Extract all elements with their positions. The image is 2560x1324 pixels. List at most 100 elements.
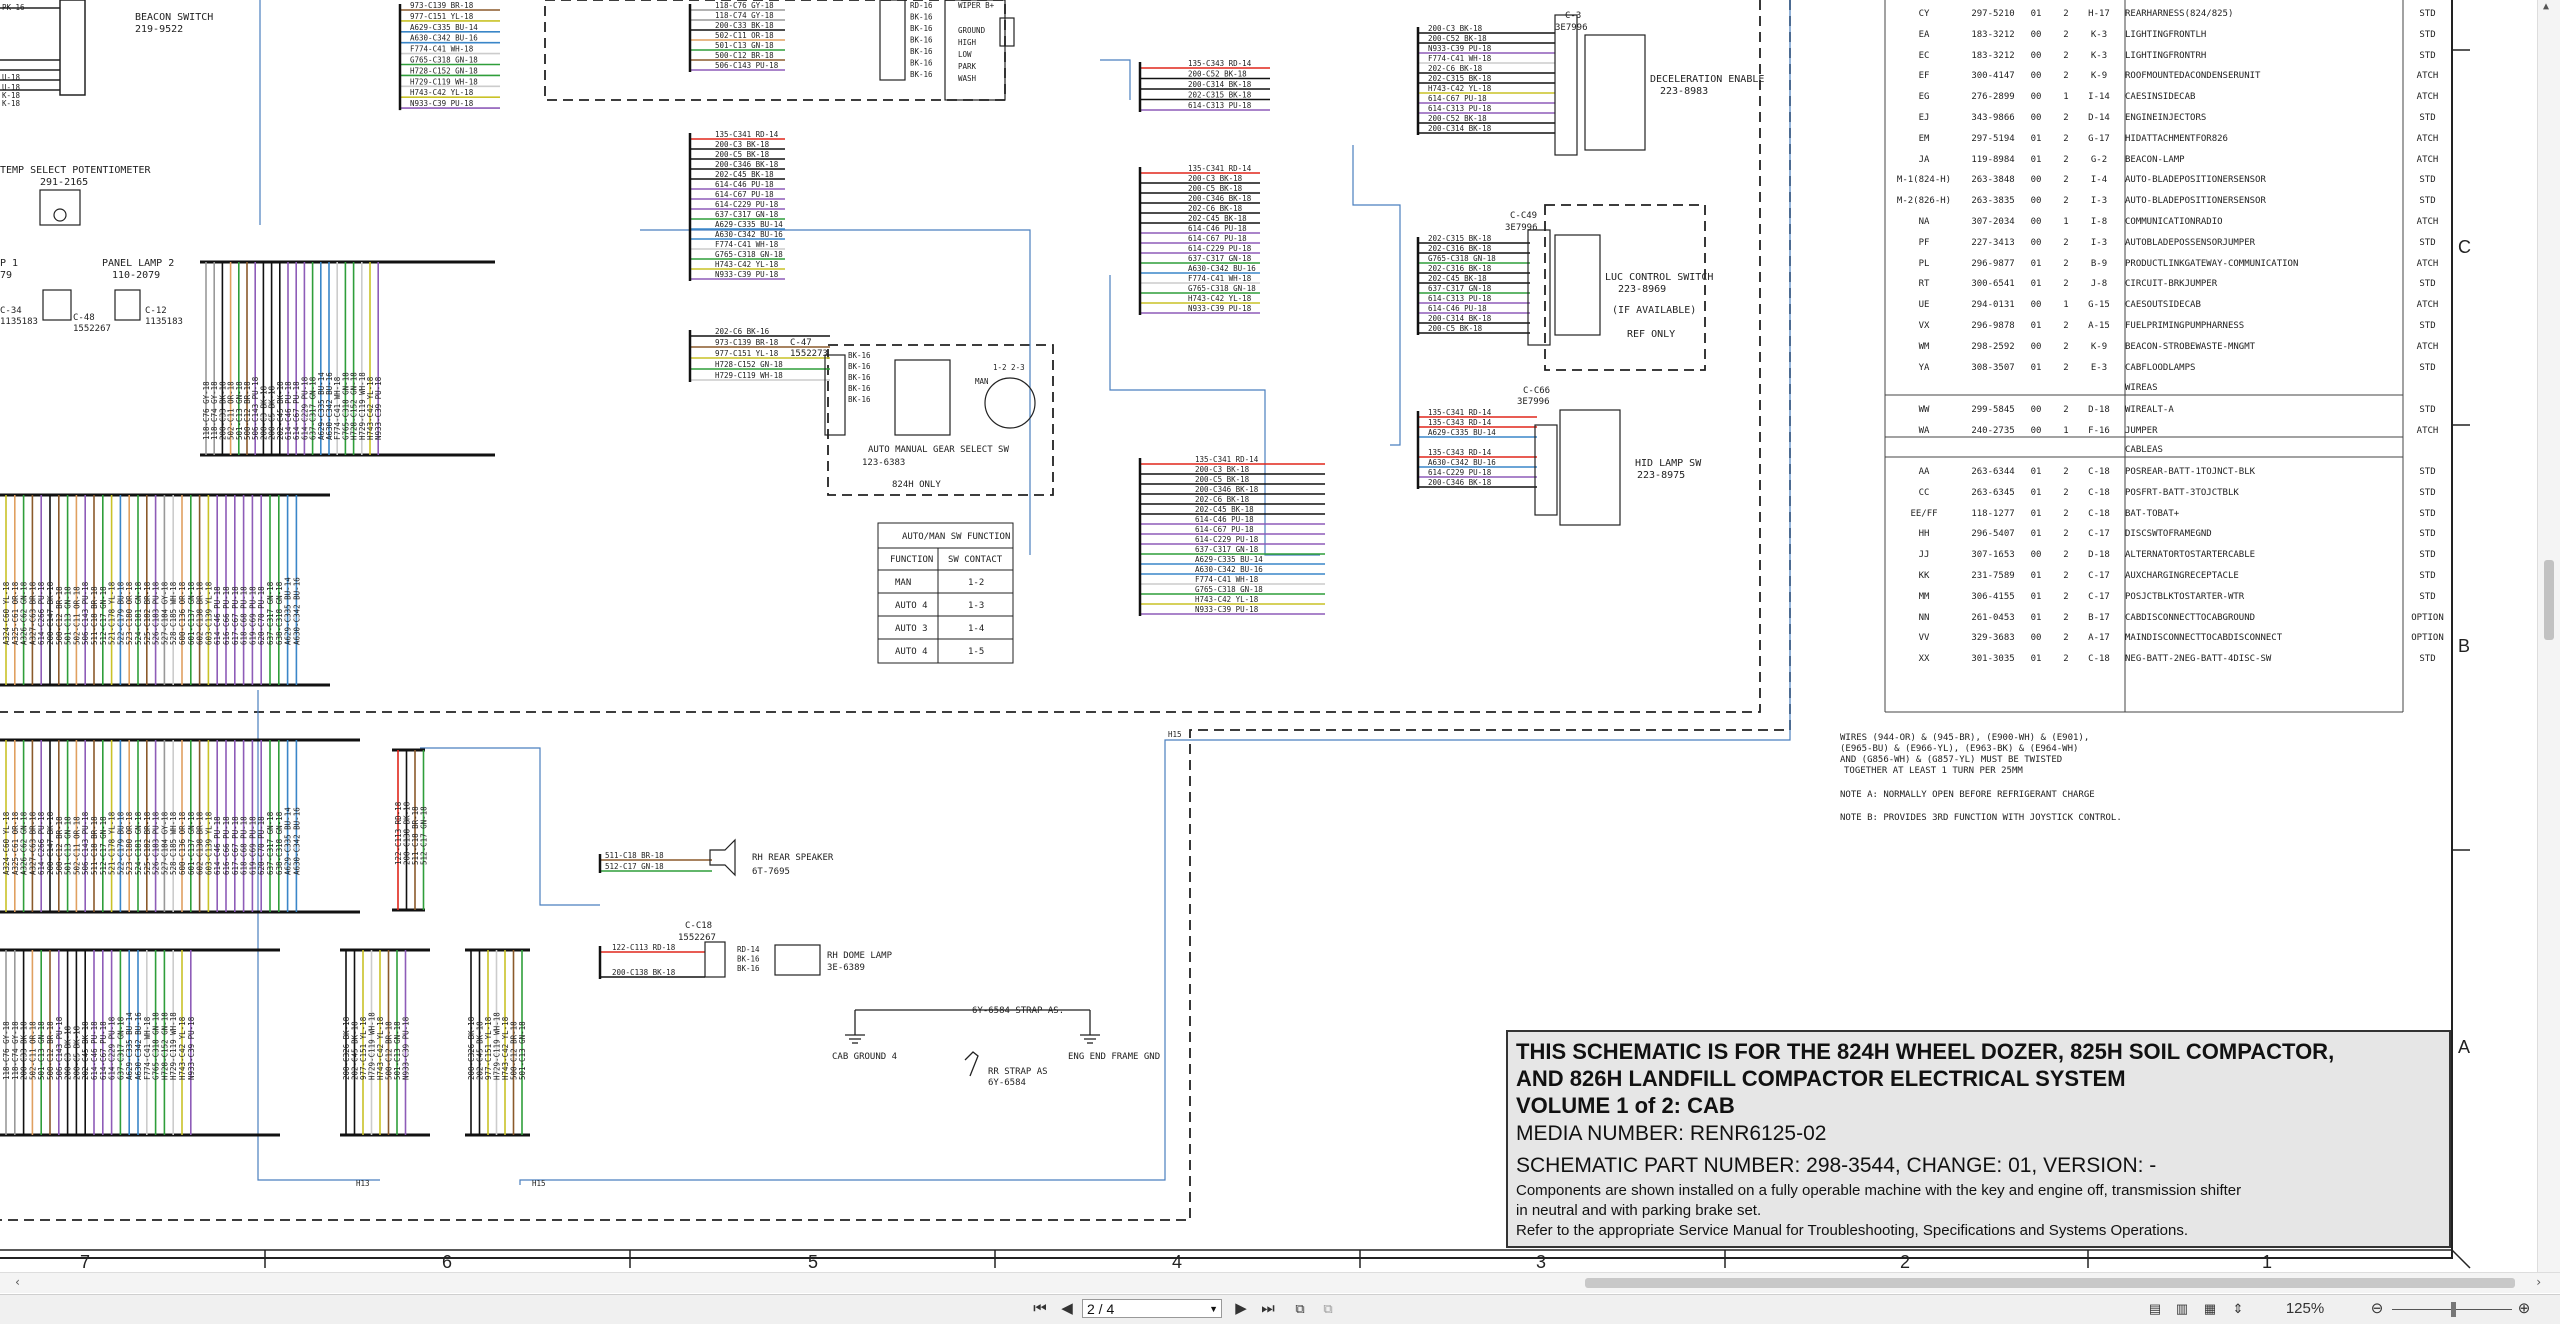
wire-label: PK-16 bbox=[2, 3, 25, 12]
table-cell: 2 bbox=[2063, 237, 2069, 248]
table-cell: CY bbox=[1918, 9, 1930, 19]
section-label-cableas: CABLEAS bbox=[2125, 445, 2163, 455]
c3-pn: 3E7996 bbox=[1555, 23, 1588, 33]
table-cell: 301-3035 bbox=[1971, 654, 2015, 665]
wire-label: 135-C343 RD-14 bbox=[1428, 448, 1492, 457]
table-cell: EA bbox=[1918, 29, 1930, 40]
table-cell: 00 bbox=[2030, 217, 2042, 227]
table-cell: EF bbox=[1918, 71, 1930, 82]
wire-label: 521-C178 YL-18 bbox=[108, 811, 117, 875]
table-cell: LIGHTINGFRONTLH bbox=[2125, 29, 2207, 40]
single-page-view-icon[interactable]: ▤ bbox=[2148, 1301, 2162, 1316]
zoom-in-button[interactable]: ⊕ bbox=[2517, 1300, 2531, 1317]
ground-symbols bbox=[845, 1009, 1100, 1077]
table-cell: DISCSWTOFRAMEGND bbox=[2125, 529, 2212, 540]
wire-label: 614-C67 PU-18 bbox=[292, 381, 301, 440]
wire-label: 200-C5 BK-18 bbox=[1195, 475, 1250, 484]
table-cell: 296-5407 bbox=[1971, 529, 2015, 540]
last-page-button[interactable]: ⏭ bbox=[1261, 1300, 1275, 1317]
page-number-select[interactable]: 2 / 4 ▼ bbox=[1082, 1299, 1222, 1318]
wire-label: 202-C45 BK-18 bbox=[1188, 214, 1247, 223]
table-cell: YA bbox=[1918, 362, 1930, 373]
zoom-level[interactable]: 125% bbox=[2285, 1300, 2325, 1317]
wire-label: N933-C39 PU-18 bbox=[374, 376, 383, 440]
pin-label: BK-16 bbox=[910, 59, 933, 68]
table-cell: STD bbox=[2419, 237, 2436, 248]
prev-page-button[interactable]: ◀ bbox=[1061, 1300, 1073, 1317]
vertical-scroll-thumb[interactable] bbox=[2544, 560, 2554, 640]
wire-label: 506-C143 PU-18 bbox=[55, 1016, 64, 1080]
wire-label: 526-C183 PU-18 bbox=[152, 811, 161, 875]
wire-label: 522-C179 BU-18 bbox=[116, 811, 125, 875]
table-cell: ENGINEINJECTORS bbox=[2125, 113, 2207, 123]
wire-label: G765-C318 GN-18 bbox=[715, 250, 783, 259]
wire-label: 600-C136 OR-18 bbox=[178, 581, 187, 645]
zone-col-2: 2 bbox=[1900, 1252, 1911, 1270]
twist-note-line3: AND (G856-WH) & (G857-YL) MUST BE TWISTE… bbox=[1840, 755, 2062, 765]
table-cell: STD bbox=[2419, 196, 2436, 207]
wire-label: A629-C335 BU-14 bbox=[410, 23, 478, 32]
twist-note-line2: (E965-BU) & (E966-YL), (E963-BK) & (E964… bbox=[1840, 744, 2078, 754]
horizontal-scroll-thumb[interactable] bbox=[1585, 1278, 2515, 1288]
table-cell: STD bbox=[2419, 529, 2436, 540]
table-cell: JUMPER bbox=[2125, 425, 2158, 436]
wire-label: 200-C52 BK-18 bbox=[1188, 70, 1247, 79]
wire-label: 614-C229 PU-18 bbox=[715, 200, 779, 209]
scroll-right-button[interactable]: › bbox=[2535, 1275, 2543, 1289]
wire-label: 200-C314 BK-18 bbox=[1188, 80, 1252, 89]
first-page-button[interactable]: ⏮ bbox=[1033, 1300, 1047, 1317]
wire-label: 200-C346 BK-18 bbox=[715, 160, 779, 169]
two-page-view-icon[interactable]: ▦ bbox=[2203, 1301, 2217, 1316]
part-number: SCHEMATIC PART NUMBER: 298-3544, CHANGE:… bbox=[1516, 1154, 2157, 1177]
table-cell: I-4 bbox=[2090, 175, 2108, 186]
table-cell: HIDATTACHMENTFOR826 bbox=[2125, 133, 2228, 144]
wire-label: 637-C317 GN-18 bbox=[715, 210, 779, 219]
scroll-left-button[interactable]: ‹ bbox=[14, 1275, 22, 1289]
table-cell: STD bbox=[2419, 362, 2436, 373]
table-cell: C-17 bbox=[2088, 529, 2110, 540]
scroll-up-button[interactable]: ▲ bbox=[2543, 1, 2550, 12]
speaker-label: RH REAR SPEAKER bbox=[752, 853, 834, 863]
horizontal-scrollbar[interactable]: ‹ › bbox=[0, 1272, 2560, 1293]
c48-label: C-48 bbox=[73, 313, 95, 323]
title-note2: in neutral and with parking brake set. bbox=[1516, 1202, 1762, 1219]
rotate-view-icon[interactable]: ⇕ bbox=[2232, 1301, 2244, 1316]
wire-label: 200-C5 BK-18 bbox=[1428, 324, 1483, 333]
table-cell: AUTO-BLADEPOSITIONERSENSOR bbox=[2125, 196, 2266, 207]
zoom-slider-handle[interactable] bbox=[2451, 1302, 2456, 1317]
pin-label: BK-16 bbox=[910, 24, 933, 33]
vertical-scrollbar[interactable]: ▲ bbox=[2537, 0, 2560, 1272]
table-cell: G-2 bbox=[2090, 154, 2108, 165]
table-cell: PF bbox=[1918, 237, 1930, 248]
wire-label: 202-C315 BK-18 bbox=[1428, 234, 1492, 243]
wire-label: 524-C181 GN-18 bbox=[134, 811, 143, 875]
wire-label: 526-C183 PU-18 bbox=[152, 581, 161, 645]
table-cell: 300-4147 bbox=[1971, 71, 2015, 82]
next-page-button[interactable]: ▶ bbox=[1235, 1300, 1247, 1317]
wire-label: 118-C74 GY-18 bbox=[11, 1021, 20, 1080]
table-cell: STD bbox=[2419, 175, 2436, 186]
pin-label: BK-16 bbox=[910, 47, 933, 56]
wire-label: 527-C184 GY-18 bbox=[160, 811, 169, 875]
fit-page-icon[interactable]: ⧉ bbox=[1295, 1301, 1305, 1316]
c47-label: C-47 bbox=[790, 338, 812, 348]
wire-label: 202-C45 BK-18 bbox=[1195, 505, 1254, 514]
table-cell: C-18 bbox=[2088, 508, 2110, 519]
table-cell: 2 bbox=[2063, 133, 2069, 144]
pin-label: BK-16 bbox=[910, 36, 933, 45]
zoom-out-button[interactable]: ⊖ bbox=[2370, 1300, 2384, 1317]
function-table bbox=[877, 522, 1014, 664]
wire-label: 637-C317 GN-18 bbox=[1195, 545, 1259, 554]
continuous-view-icon[interactable]: ▥ bbox=[2175, 1301, 2189, 1316]
wire-label: 614-C46 PU-18 bbox=[1428, 304, 1487, 313]
wire-label: F774-C41 WH-18 bbox=[1188, 274, 1252, 283]
two-page-icon[interactable]: ⧉ bbox=[1323, 1301, 1333, 1316]
table-cell: C-17 bbox=[2088, 591, 2110, 602]
